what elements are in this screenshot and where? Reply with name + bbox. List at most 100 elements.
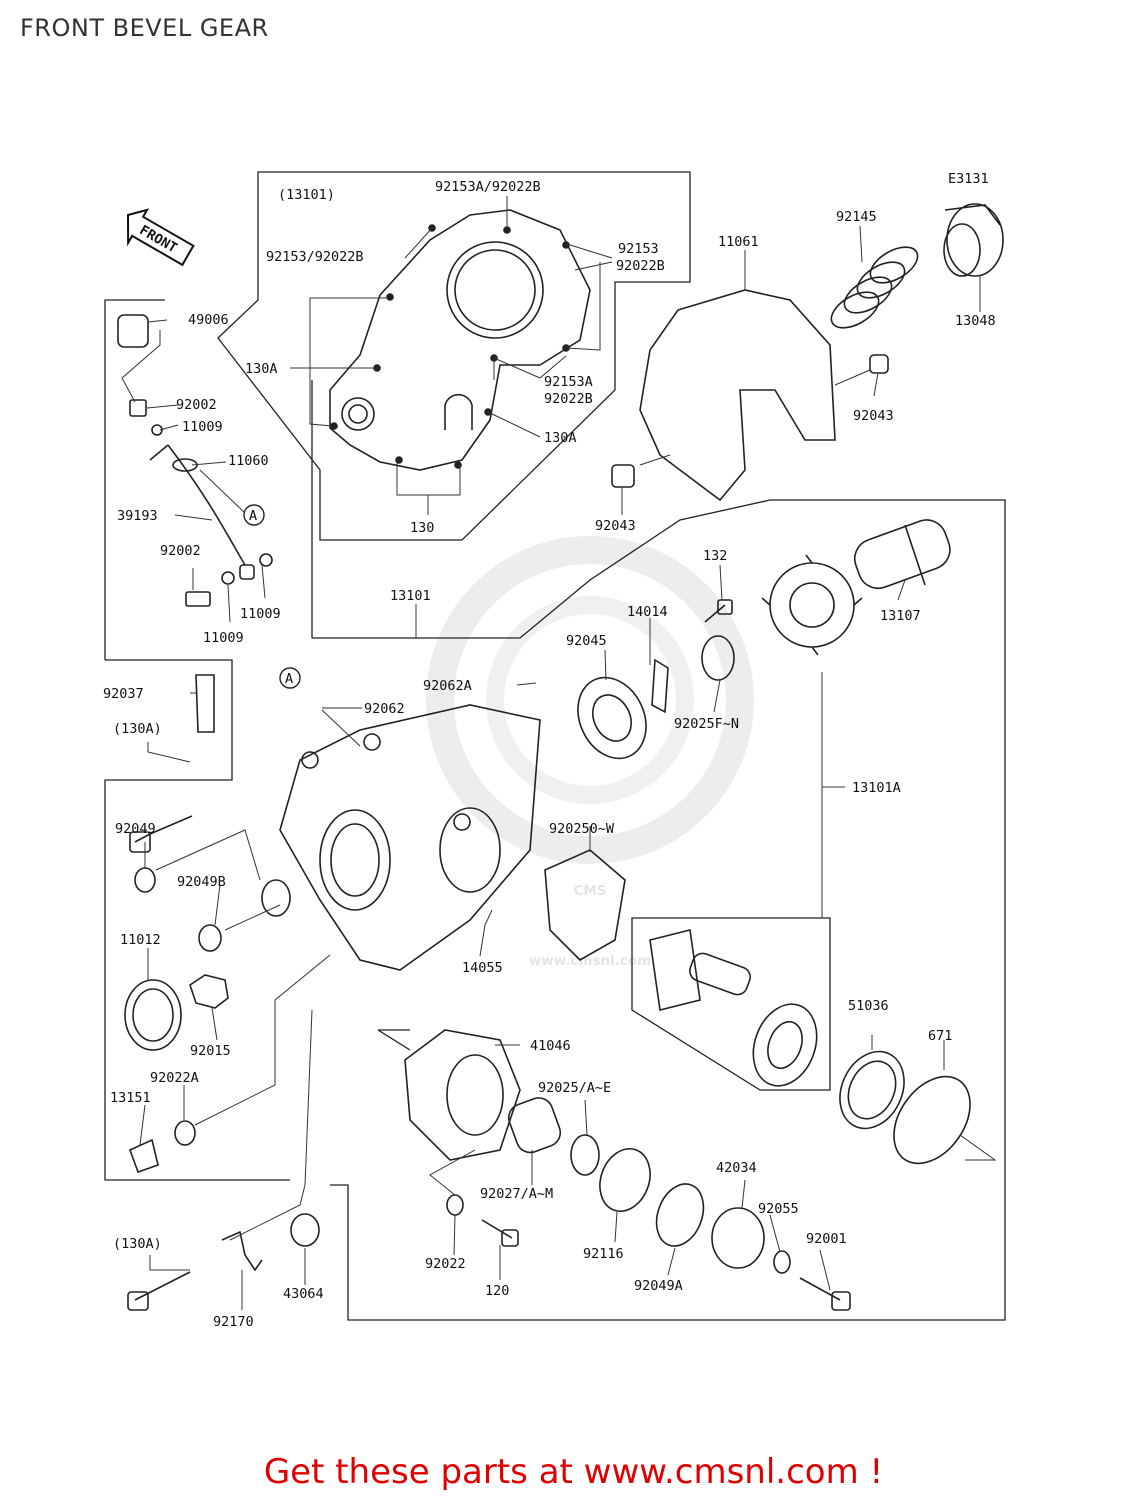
label-92015: 92015: [190, 1043, 231, 1059]
cam-13048: [943, 203, 1004, 277]
label-92153A-92022B-top: 92153A/92022B: [435, 179, 541, 195]
plate-14014: [651, 658, 669, 714]
bolt-130A-bottom: [134, 1271, 191, 1301]
label-671: 671: [928, 1028, 952, 1044]
label-92043-left: 92043: [595, 518, 636, 534]
label-92022B-right: 92022B: [616, 258, 665, 274]
label-41046: 41046: [530, 1038, 571, 1054]
label-130A-right: 130A: [544, 430, 577, 446]
label-92037: 92037: [103, 686, 144, 702]
label-43064: 43064: [283, 1286, 324, 1302]
label-130A-paren-bottom: (130A): [113, 1236, 162, 1252]
label-92055: 92055: [758, 1201, 799, 1217]
label-11009-bottom: 11009: [203, 630, 244, 646]
front-arrow-icon: FRONT: [126, 208, 195, 267]
label-11060: 11060: [228, 453, 269, 469]
label-132: 132: [703, 548, 727, 564]
bolt-132: [704, 604, 726, 623]
label-920250-W: 920250~W: [549, 821, 615, 837]
label-92022B-lower: 92022B: [544, 391, 593, 407]
footer-cta[interactable]: Get these parts at www.cmsnl.com !: [263, 1452, 884, 1492]
bevel-gear-assembly: [649, 929, 818, 1087]
shaft-13107: [853, 519, 951, 590]
outline-41046-box: [377, 1029, 411, 1051]
bracket-92170: [221, 1230, 263, 1272]
label-92153-92022B-left: 92153/92022B: [266, 249, 364, 265]
label-92062: 92062: [364, 701, 405, 717]
group-outlines: [104, 171, 1006, 1321]
label-11009-right: 11009: [240, 606, 281, 622]
label-11061: 11061: [718, 234, 759, 250]
label-39193: 39193: [117, 508, 158, 524]
plug-13151: [128, 1138, 159, 1174]
shim-92025F-N: [701, 635, 735, 681]
label-11009-top: 11009: [182, 419, 223, 435]
oil-pipe-assembly: [117, 314, 273, 607]
label-92049B: 92049B: [177, 874, 226, 890]
watermark-main: CMS: [573, 883, 606, 899]
label-13101A: 13101A: [852, 780, 901, 796]
callout-a-markers: A A: [243, 504, 301, 689]
seal-and-oring: [839, 1050, 971, 1165]
label-14055: 14055: [462, 960, 503, 976]
watermark-url: www.cmsnl.com: [529, 953, 652, 969]
label-92022A: 92022A: [150, 1070, 199, 1086]
housing-41046: [404, 1029, 521, 1161]
label-92027-A-M: 92027/A~M: [480, 1186, 553, 1202]
label-130: 130: [410, 520, 434, 536]
gear-sprocket: [761, 554, 863, 656]
label-92001: 92001: [806, 1231, 847, 1247]
outline-gear-box: [631, 917, 831, 1091]
outline-13101-cover: [217, 171, 691, 541]
bolt-92001: [799, 1277, 841, 1301]
label-92116: 92116: [583, 1246, 624, 1262]
label-92049: 92049: [115, 821, 156, 837]
label-14014: 14014: [627, 604, 668, 620]
diagram-code: E3131: [948, 171, 989, 187]
outline-left-bracket: [104, 299, 290, 1181]
lower-parts: [221, 1097, 791, 1274]
label-92170: 92170: [213, 1314, 254, 1330]
bushing-92043: [611, 354, 889, 488]
nut-92015: [189, 974, 229, 1009]
page-title: FRONT BEVEL GEAR: [20, 14, 269, 42]
label-92025F-N: 92025F~N: [674, 716, 739, 732]
gasket-11061: [639, 289, 836, 502]
housing-main: [279, 704, 541, 971]
label-92002-low: 92002: [160, 543, 201, 559]
label-13101-group: (13101): [278, 187, 335, 203]
leader-lines: [121, 196, 997, 1310]
label-92049A: 92049A: [634, 1278, 683, 1294]
label-92045: 92045: [566, 633, 607, 649]
part-labels: (13101) 92153A/92022B 92153/92022B 92153…: [103, 179, 996, 1330]
label-11012: 11012: [120, 932, 161, 948]
outline-13101-main: [311, 380, 1006, 1321]
callout-a-lower: A: [285, 671, 293, 687]
label-92145: 92145: [836, 209, 877, 225]
label-92002-top: 92002: [176, 397, 217, 413]
label-130A-cover: 130A: [245, 361, 278, 377]
label-92153A-lower: 92153A: [544, 374, 593, 390]
label-92025-A-E: 92025/A~E: [538, 1080, 611, 1096]
label-49006: 49006: [188, 312, 229, 328]
left-side-parts: [124, 867, 291, 1174]
gasket-920250-W: [544, 849, 626, 961]
callout-a-upper: A: [249, 508, 257, 524]
bearing-92045: [577, 676, 647, 760]
spring-92145: [830, 246, 919, 329]
label-51036: 51036: [848, 998, 889, 1014]
label-13151: 13151: [110, 1090, 151, 1106]
label-42034: 42034: [716, 1160, 757, 1176]
bolts: [127, 599, 851, 1311]
label-130A-paren-top: (130A): [113, 721, 162, 737]
watermark: CMS www.cmsnl.com: [426, 536, 754, 969]
label-120: 120: [485, 1283, 509, 1299]
bolt-92037-strap: [195, 674, 215, 733]
label-13048: 13048: [955, 313, 996, 329]
label-13107: 13107: [880, 608, 921, 624]
label-92022: 92022: [425, 1256, 466, 1272]
label-13101: 13101: [390, 588, 431, 604]
label-92062A: 92062A: [423, 678, 472, 694]
label-92043-right: 92043: [853, 408, 894, 424]
